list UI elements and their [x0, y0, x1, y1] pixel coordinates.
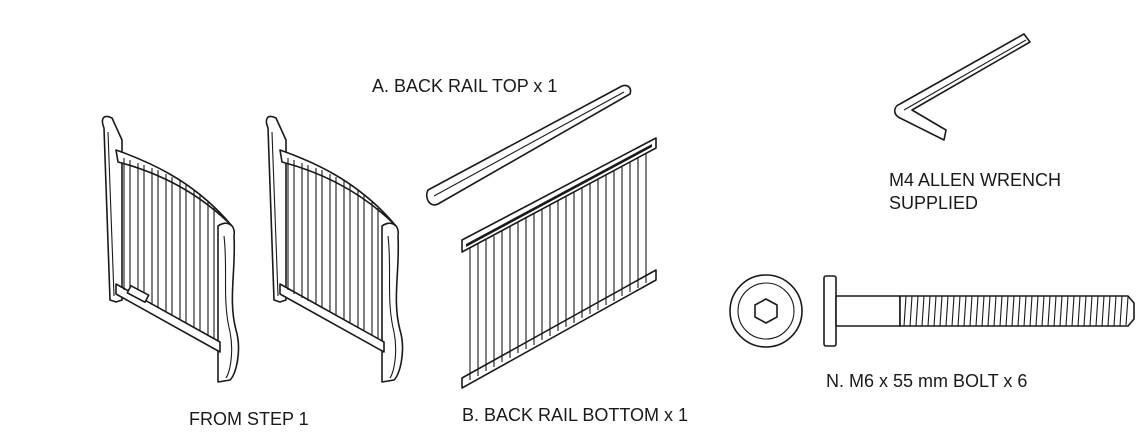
back-rail-top: [425, 84, 632, 206]
label-bolt: N. M6 x 55 mm BOLT x 6: [826, 371, 1028, 391]
bolt-head-icon: [729, 274, 803, 348]
allen-wrench-icon: [893, 33, 1031, 141]
crib-end-panel-left: [101, 115, 240, 383]
label-back-rail-top: A. BACK RAIL TOP x 1: [372, 76, 558, 96]
bolt-threads: [903, 295, 1129, 327]
label-allen-wrench-supplied: SUPPLIED: [889, 193, 979, 213]
crib-end-panel-right: [265, 115, 404, 383]
label-allen-wrench: M4 ALLEN WRENCH: [889, 170, 1062, 190]
back-rail-bottom: [461, 137, 657, 389]
bolt-side-icon: [823, 275, 1135, 347]
label-from-step: FROM STEP 1: [189, 409, 309, 429]
label-back-rail-bottom: B. BACK RAIL BOTTOM x 1: [462, 405, 689, 425]
